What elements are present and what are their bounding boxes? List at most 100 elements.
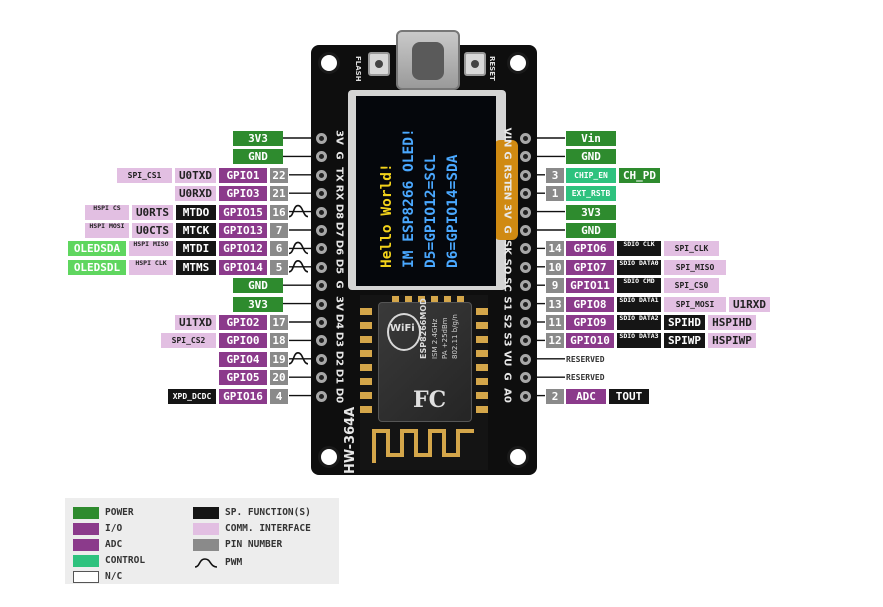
pin-label-pinno: 2 [546,388,564,404]
pin-silk-left: D1 [333,369,345,385]
pin-label-pinno: 13 [546,296,564,312]
pwm-symbol [288,241,309,255]
pin-label-io: GPIO9 [566,315,614,330]
pin-label-oled: OLEDSDL [68,259,126,275]
pin-label-pinno: 19 [270,351,288,367]
oled-line: Hello World! [379,163,395,268]
pin-silk-right: S1 [501,296,513,311]
pin-silk-right: VU [501,350,513,367]
wifi-logo-text: WiFi [390,323,415,334]
header-pin-right [520,151,531,163]
pin-label-pinno: 18 [270,333,288,349]
pin-label-sp: MTCK [176,223,216,238]
pin-silk-left: D4 [333,313,345,330]
pin-label-plain: RESERVED [566,354,605,364]
pin-label-ctl: EXT_RSTB [566,186,616,202]
pin-label-comm: U0TXD [175,167,216,183]
header-pin-left [316,353,327,365]
flash-button [368,52,390,76]
pwm-symbol [288,259,309,273]
pin-label-pinno: 1 [546,186,564,202]
module-spec-3: 802.11 b/g/n [451,314,459,359]
legend-label: ADC [105,539,123,550]
pin-label-comm: HSPI MISO [129,241,173,257]
pin-label-pinno: 21 [270,186,288,202]
header-pin-right [520,280,531,292]
wifi-logo [387,313,421,351]
module-pad [360,350,372,357]
pin-label-comm: HSPI CLK [129,259,173,275]
header-pin-left [316,188,327,200]
pin-silk-left: TX [333,167,345,182]
pin-silk-right: S3 [501,332,513,347]
pin-label-comm: SPI_CLK [664,241,719,257]
reset-label: RESET [488,56,496,81]
pin-silk-left: D0 [333,387,345,403]
pin-label-pwr: GND [233,149,283,165]
pin-label-io: GPIO15 [219,204,267,220]
mounting-hole [318,446,340,468]
pin-label-plain: RESERVED [566,373,605,383]
pin-silk-right: 3V [501,203,513,219]
pin-label-comm: SPI_CS1 [117,167,172,183]
pin-silk-right: EN [501,185,513,201]
pin-silk-right: G [501,225,513,234]
module-name: ESP8266MOD [419,298,428,359]
legend-label: PIN NUMBER [225,539,283,550]
header-pin-left [316,133,327,144]
header-pin-right [520,335,531,347]
pin-label-pinno: 14 [546,241,564,257]
module-shield: WiFi ESP8266MOD ISM 2.4GHz PA +25dBm 802… [378,298,472,422]
module-pad [360,378,372,385]
module-pad [476,406,488,413]
pin-label-pinno: 5 [270,259,288,275]
oled-flex-cable [494,140,518,240]
pin-label-pinno: 10 [546,259,564,275]
pin-label-pinno: 7 [270,223,288,238]
module-pad [476,336,488,343]
pin-label-oled: OLEDSDA [68,241,126,257]
pin-label-comm: SPI_MISO [664,259,726,275]
pin-label-io: GPIO10 [566,333,614,349]
pin-label-sp: TOUT [609,388,649,404]
pin-silk-right: VIN [501,127,513,148]
pin-silk-left: RX [333,184,345,201]
pin-label-sp: SDIO DATA1 [617,296,661,312]
pin-label-pwr: GND [566,223,616,238]
pcb-antenna [372,429,474,463]
pin-silk-left: D7 [333,221,345,238]
pin-silk-right: A0 [501,387,513,403]
fc-mark: FC [413,387,447,413]
pin-silk-right: S2 [501,314,513,329]
legend-swatch [73,571,99,583]
pin-label-io: GPIO1 [219,167,267,183]
module-pad [476,308,488,315]
pin-silk-right: G [501,372,513,381]
oled-line: D6=GPIO14=SDA [445,154,461,269]
module-pad [476,322,488,329]
header-pin-right [520,317,531,328]
pin-label-pwr: Vin [566,131,616,146]
header-pin-left [316,298,327,310]
pin-label-io: GPIO3 [219,186,267,202]
pin-silk-right: SK [501,240,513,256]
pin-label-comm: SPI_MOSI [664,296,726,312]
usb-c-port [396,30,460,90]
header-pin-right [520,390,531,402]
legend-label: N/C [105,571,123,582]
pin-label-pinno: 9 [546,278,564,294]
pin-label-pwr: GND [233,278,283,294]
mounting-hole [507,446,529,468]
header-pin-left [316,335,327,347]
legend-label: SP. FUNCTION(S) [225,507,311,518]
header-pin-right [520,225,531,236]
pin-label-io: GPIO5 [219,370,267,386]
module-pad [476,350,488,357]
legend-swatch [193,539,219,551]
header-pin-left [316,169,327,181]
pin-label-io: GPIO12 [219,241,267,257]
header-pin-right [520,188,531,200]
pin-label-sp: MTDO [176,204,216,220]
header-pin-right [520,206,531,218]
